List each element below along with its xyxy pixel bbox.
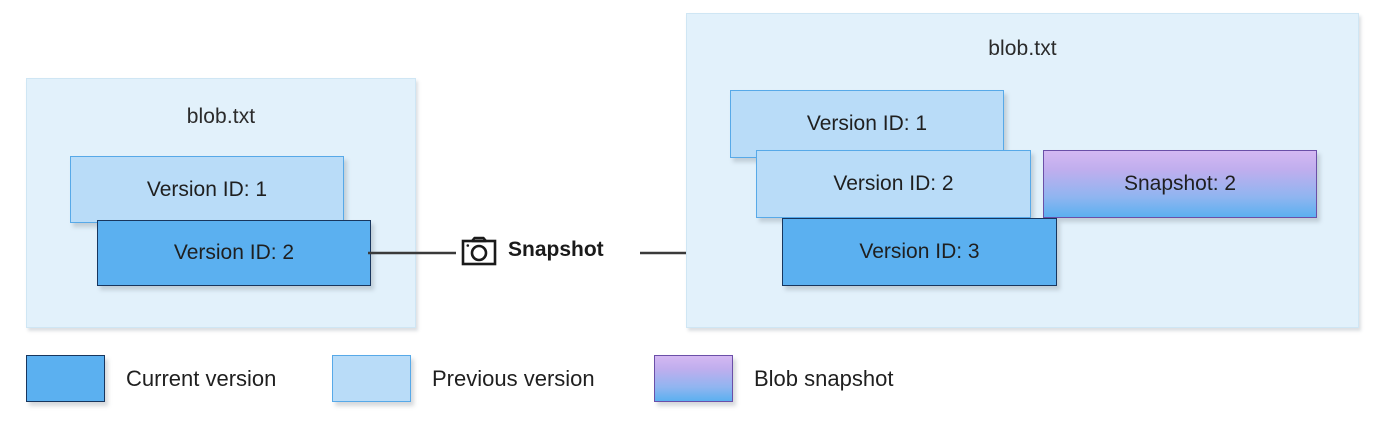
version-card-label: Version ID: 1 bbox=[806, 112, 928, 135]
version-card-label: Version ID: 3 bbox=[859, 240, 980, 263]
legend-item-previous-version: Previous version bbox=[332, 355, 595, 402]
snapshot-connector-label: Snapshot bbox=[508, 238, 604, 261]
version-card-left-2: Version ID: 2 bbox=[97, 220, 371, 286]
legend-label-current-version: Current version bbox=[126, 365, 277, 391]
version-card-left-1: Version ID: 1 bbox=[70, 156, 344, 223]
legend-item-blob-snapshot: Blob snapshot bbox=[654, 355, 893, 402]
version-card-label: Version ID: 1 bbox=[146, 177, 268, 201]
panel-title-left: blob.txt bbox=[186, 105, 256, 128]
version-card-right-1: Version ID: 1 bbox=[730, 90, 1004, 158]
snapshot-card-label: Snapshot: 2 bbox=[1123, 172, 1237, 195]
version-card-label: Version ID: 2 bbox=[833, 172, 954, 195]
version-card-right-2: Version ID: 2 bbox=[756, 150, 1031, 218]
legend-label-previous-version: Previous version bbox=[432, 365, 595, 391]
legend-swatch-blob-snapshot bbox=[654, 355, 733, 402]
legend-swatch-current-version bbox=[26, 355, 105, 402]
snapshot-card-right: Snapshot: 2 bbox=[1043, 150, 1317, 218]
legend-label-blob-snapshot: Blob snapshot bbox=[754, 365, 894, 391]
panel-title-right: blob.txt bbox=[988, 37, 1057, 60]
legend-swatch-previous-version bbox=[332, 355, 411, 402]
legend-item-current-version: Current version bbox=[26, 355, 276, 402]
version-card-right-3: Version ID: 3 bbox=[782, 218, 1057, 286]
version-card-label: Version ID: 2 bbox=[173, 241, 295, 264]
camera-icon bbox=[461, 236, 497, 266]
